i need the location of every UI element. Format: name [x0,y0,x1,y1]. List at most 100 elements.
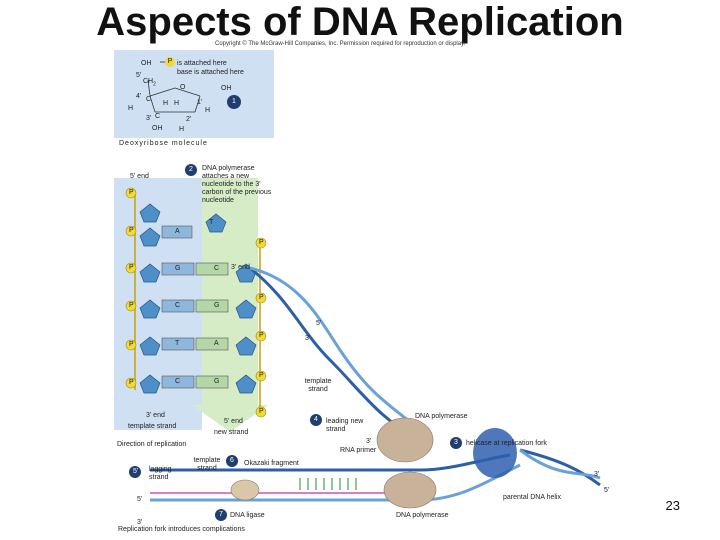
step-4-number: 4 [314,416,318,423]
phosphate-label: P [259,372,264,379]
rna-primer-label: RNA primer [340,447,377,454]
phosphates [125,187,267,418]
replication-fork-caption: Replication fork introduces complication… [118,526,245,533]
phosphate-label: P [129,302,134,309]
three-prime-1: 3' [366,438,372,445]
five-prime-end-bottom: 5' end [224,418,243,425]
phosphate-label: P [259,239,264,246]
lagging-strand-label: lagging strand [149,466,172,481]
template-strand-fork: template strand [193,457,221,472]
step-5-number: 5' [133,468,139,475]
h-bottom-label: H [179,126,185,133]
step-1-number: 1 [232,98,236,105]
phosphate-label: P [259,332,264,339]
phosphate-label: P [129,189,134,196]
polymerase-note: DNA polymerase attaches a new nucleotide… [202,165,272,204]
five-prime-top: 5' [316,320,322,327]
template-strand-right: template strand [304,378,332,393]
base-pairs [161,225,229,389]
five-prime-2: 5' [137,496,143,503]
parental-helix-label: parental DNA helix [503,494,561,501]
c4-label: 4' [136,93,142,100]
base-incoming: T [209,219,214,226]
step-7-marker [215,509,227,521]
three-prime-end-label: 3' end [231,264,250,271]
page-title: Aspects of DNA Replication [96,0,624,44]
ring-oxygen-label: O [180,84,186,91]
phosphate-marker: P [165,57,175,67]
three-prime-3: 3' [137,519,143,526]
helicase [473,428,517,478]
new-strand-panel [192,178,268,432]
c2-label: 2' [186,116,192,123]
phosphate-label: P [129,341,134,348]
step-4-marker [310,414,322,426]
dna-ligase-label: DNA ligase [230,512,265,519]
oh-top-label: OH [141,60,152,67]
five-prime-end-label: 5' end [130,173,149,180]
base-template-4: T [175,340,180,347]
template-sugars [139,203,161,394]
c3-atom: C [155,113,161,120]
step-6-number: 6 [230,457,234,464]
deoxyribose-caption: Deoxyribose molecule [119,140,208,147]
base-new-2: C [214,265,220,272]
h-label-3: H [128,105,134,112]
step-1-marker [227,95,241,109]
h-label-1: H [163,100,169,107]
p-attached-note: is attached here [177,60,227,67]
base-new-5: G [214,378,220,385]
incoming-nucleotide [205,213,227,233]
phosphate-label: P [259,408,264,415]
phosphate-label: P [259,294,264,301]
oh-bottom-label: OH [152,125,163,132]
base-new-4: A [214,340,219,347]
c3-label: 3' [146,115,152,122]
c5-label: 5' [136,72,142,79]
ch2-label: CH2 [143,78,156,88]
phosphate-label: P [129,379,134,386]
step-3-number: 3 [454,439,458,446]
dna-ligase [230,479,260,501]
okazaki-ticks [299,478,357,490]
template-strand-label: template strand [128,423,177,430]
base-template-1: A [175,228,180,235]
dna-polymerase-top [376,417,434,463]
base-template-5: C [175,378,181,385]
three-prime-2: 3' [594,471,600,478]
step-7-number: 7 [219,511,223,518]
deoxyribose-ring [147,61,201,113]
step-2-number: 2 [189,166,193,173]
okazaki-label: Okazaki fragment [244,460,299,467]
three-prime-end-bottom: 3' end [146,412,165,419]
step-6-marker [226,455,238,467]
c1-label: 1' [197,99,203,106]
base-attached-note: base is attached here [177,69,244,76]
new-strand-label: new strand [214,429,249,436]
leading-strand-label: leading new strand [326,418,364,433]
polymerase-bottom-label: DNA polymerase [396,512,449,519]
helicase-label: helicase at replication fork [466,440,547,447]
copyright-notice: Copyright © The McGraw-Hill Companies, I… [215,41,466,47]
five-prime-3: 5' [604,487,610,494]
phosphate-label: P [129,264,134,271]
phosphate-label: P [129,227,134,234]
direction-of-replication: Direction of replication [117,441,187,448]
base-new-3: G [214,302,220,309]
new-strand-sugars [235,263,257,394]
base-template-3: C [175,302,181,309]
page-number: 23 [665,498,680,513]
h-label-4: H [205,107,211,114]
oh-right-label: OH [221,85,232,92]
base-template-2: G [175,265,181,272]
polymerase-top-label: DNA polymerase [415,413,468,420]
step-5-marker [129,466,141,478]
c4-atom: C [146,96,152,103]
step-3-marker [450,437,462,449]
h-label-2: H [174,100,180,107]
parental-helix [249,266,601,487]
step-2-marker [185,164,197,176]
dna-polymerase-bottom [383,471,437,509]
three-prime-top: 3' [305,335,311,342]
